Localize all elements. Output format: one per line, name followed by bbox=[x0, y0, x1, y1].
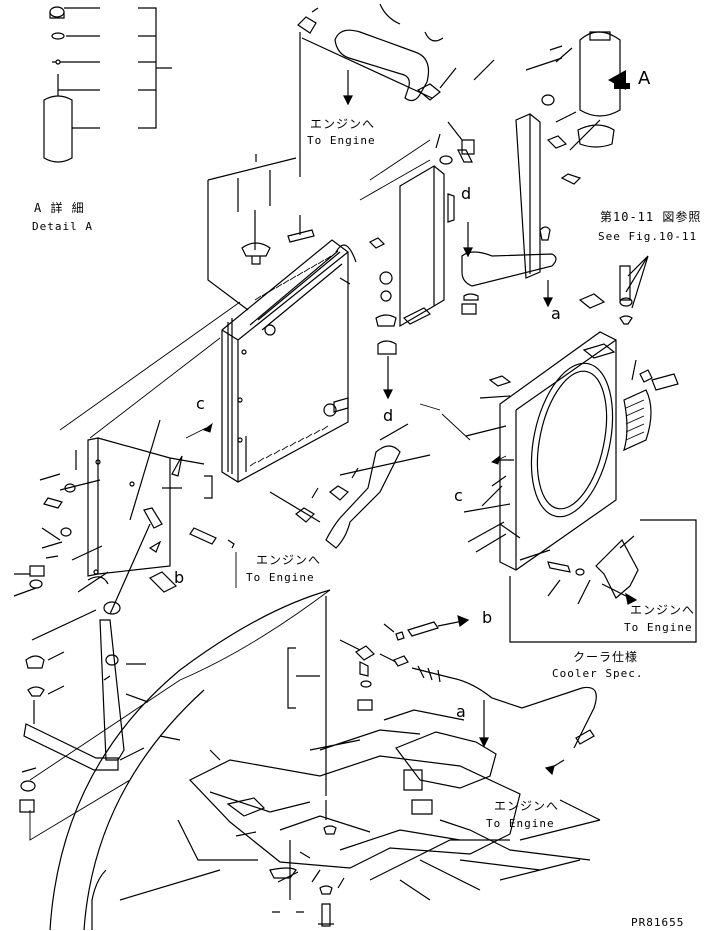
left-fasteners bbox=[13, 450, 109, 597]
view-marker-a: A bbox=[638, 68, 651, 89]
lower-fittings bbox=[287, 596, 597, 820]
detail-label-en: Detail A bbox=[32, 220, 93, 233]
detail-a-parts bbox=[43, 6, 172, 163]
ref-c-right: c bbox=[454, 486, 463, 505]
cooler-spec-en: Cooler Spec. bbox=[552, 667, 644, 680]
to-engine-jp-2: エンジンへ bbox=[256, 553, 322, 567]
right-stay bbox=[435, 45, 582, 315]
upper-hose bbox=[297, 3, 457, 177]
to-engine-jp-3: エンジンへ bbox=[630, 603, 696, 617]
guide-lines bbox=[29, 139, 507, 841]
ref-d-lower: d bbox=[383, 406, 394, 425]
to-engine-en-4: To Engine bbox=[486, 817, 555, 830]
see-fig-en: See Fig.10-11 bbox=[598, 230, 698, 243]
drawing-number: PR81655 bbox=[631, 916, 685, 929]
to-engine-en-2: To Engine bbox=[246, 571, 315, 584]
cooler-spec-jp: クーラ仕様 bbox=[573, 650, 639, 664]
fan-shroud bbox=[463, 293, 652, 571]
center-strut bbox=[335, 164, 455, 400]
left-bracket bbox=[87, 419, 235, 615]
ref-a-upper: a bbox=[551, 304, 561, 323]
to-engine-jp-1: エンジンへ bbox=[310, 117, 376, 131]
ref-b-right: b bbox=[482, 608, 493, 627]
right-fasteners bbox=[619, 255, 679, 391]
radiator bbox=[221, 239, 351, 483]
to-engine-jp-4: エンジンへ bbox=[494, 799, 560, 813]
ref-b-left: b bbox=[174, 568, 185, 587]
to-engine-en-1: To Engine bbox=[307, 134, 376, 147]
see-fig-jp: 第10-11 図参照 bbox=[600, 210, 702, 224]
left-mount-leg bbox=[19, 601, 149, 813]
lower-frame bbox=[49, 589, 601, 931]
detail-label-jp: A 詳 細 bbox=[34, 201, 85, 215]
ref-a-lower: a bbox=[456, 702, 466, 721]
lower-hose bbox=[269, 423, 431, 549]
cooler-spec-box bbox=[509, 519, 697, 643]
reserve-tank bbox=[555, 31, 630, 151]
ref-c-left: c bbox=[196, 394, 205, 413]
to-engine-en-3: To Engine bbox=[624, 621, 693, 634]
radiator-cap bbox=[207, 154, 315, 311]
ref-d-upper: d bbox=[461, 184, 472, 203]
